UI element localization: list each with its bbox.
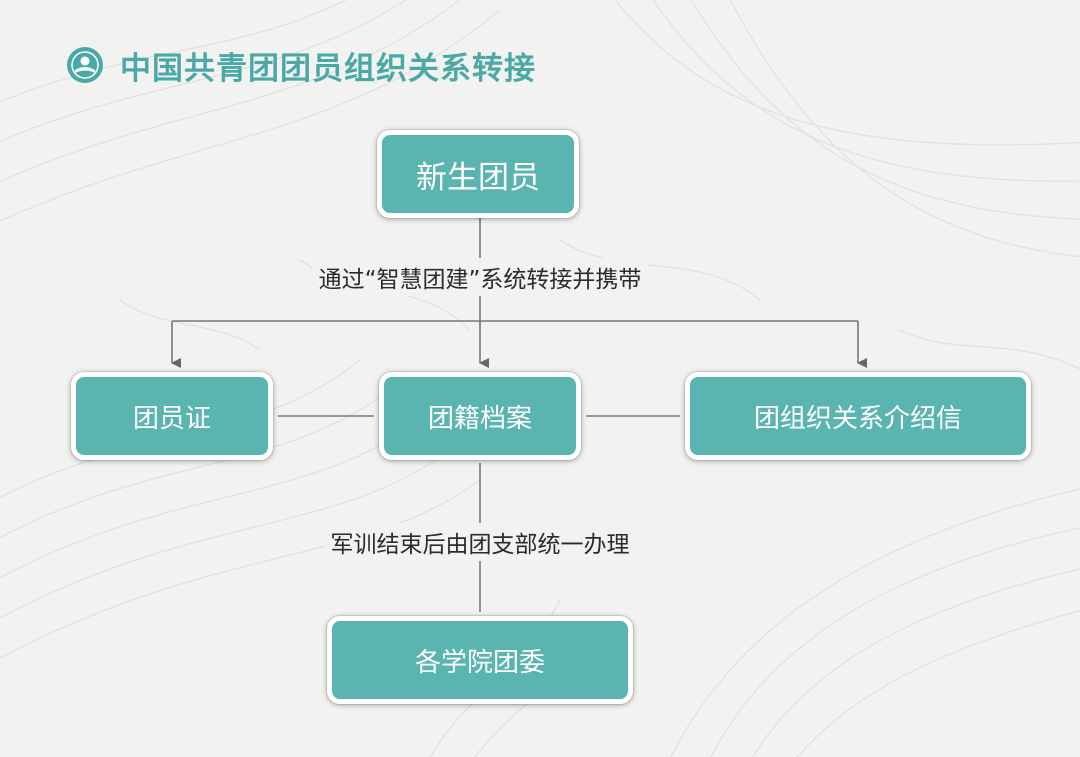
edge-label-handling: 军训结束后由团支部统一办理 [324, 523, 636, 561]
page-header: 中国共青团团员组织关系转接 [66, 44, 536, 87]
node-archive: 团籍档案 [379, 372, 581, 460]
node-college-committee: 各学院团委 [327, 616, 633, 704]
node-new-member: 新生团员 [377, 130, 579, 218]
youth-league-emblem-icon [67, 47, 103, 83]
page-title: 中国共青团团员组织关系转接 [120, 50, 536, 87]
node-member-card: 团员证 [71, 372, 273, 460]
node-transfer-letter: 团组织关系介绍信 [685, 372, 1031, 460]
edge-label-transfer: 通过“智慧团建”系统转接并携带 [312, 258, 648, 296]
